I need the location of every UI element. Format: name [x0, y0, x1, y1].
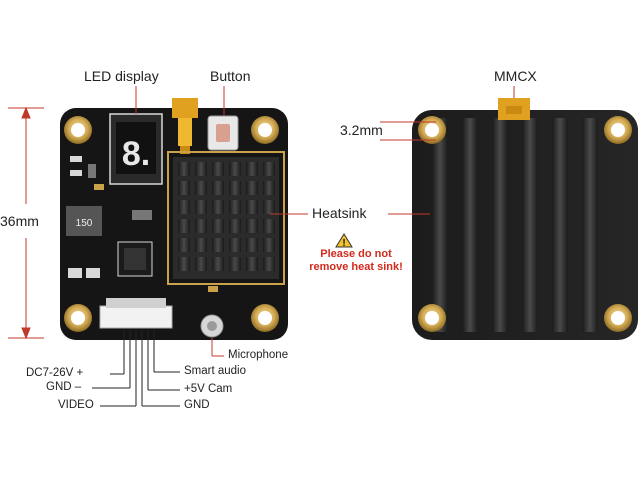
- gnd-left-label: GND –: [46, 381, 82, 393]
- heatsink-fin: [263, 219, 275, 233]
- heatsink-fin: [263, 162, 275, 176]
- svg-text:!: !: [342, 238, 345, 249]
- front-board: 8. 150: [60, 98, 288, 340]
- heatsink-fin: [195, 257, 207, 271]
- heatsink-fin: [178, 162, 190, 176]
- mounting-hole-bottom-left: [64, 304, 92, 332]
- heatsink-fin: [212, 181, 224, 195]
- back-heatsink-fin: [432, 118, 448, 332]
- heatsink-fin: [195, 238, 207, 252]
- back-heatsink-fin: [462, 118, 478, 332]
- back-hole-top-right: [604, 116, 632, 144]
- back-hole-bottom-right: [604, 304, 632, 332]
- heatsink-fin: [229, 200, 241, 214]
- heatsink-fin: [195, 219, 207, 233]
- led-display: 8.: [109, 113, 163, 185]
- inductor-marking: 150: [76, 218, 93, 229]
- heatsink-fin: [178, 257, 190, 271]
- heatsink-fin: [178, 200, 190, 214]
- heatsink-fin: [229, 181, 241, 195]
- heatsink-label: Heatsink: [312, 205, 367, 221]
- heatsink-fin: [229, 162, 241, 176]
- hole-size-label: 3.2mm: [340, 122, 383, 138]
- microphone-label: Microphone: [228, 349, 289, 361]
- warning-icon: !: [335, 233, 353, 249]
- button-label: Button: [210, 68, 251, 84]
- back-board: [412, 98, 638, 340]
- wire-lines: [92, 330, 180, 407]
- heatsink-fin: [212, 238, 224, 252]
- back-hole-bottom-left: [418, 304, 446, 332]
- back-heatsink-fin: [582, 118, 598, 332]
- heatsink-fin: [246, 181, 258, 195]
- heatsink-fin: [246, 257, 258, 271]
- microphone-component: [200, 314, 224, 338]
- heatsink-fin: [229, 238, 241, 252]
- led-display-label: LED display: [84, 68, 159, 84]
- mounting-hole-top-left: [64, 116, 92, 144]
- heatsink-fin: [246, 162, 258, 176]
- heatsink-fin: [212, 257, 224, 271]
- heatsink-fin: [178, 219, 190, 233]
- heatsink-fin: [229, 257, 241, 271]
- warning-line-1: Please do not: [320, 248, 392, 260]
- back-heatsink-fin: [552, 118, 568, 332]
- smart-audio-label: Smart audio: [184, 365, 247, 377]
- heatsink-fin: [195, 200, 207, 214]
- components: 150: [66, 156, 218, 292]
- heatsink-fin: [212, 200, 224, 214]
- heatsink-fin: [263, 200, 275, 214]
- heatsink-fin: [246, 219, 258, 233]
- heatsink-fin: [195, 181, 207, 195]
- heatsink-fin: [212, 219, 224, 233]
- heatsink-fin: [263, 181, 275, 195]
- mmcx-connector-front: [172, 98, 198, 154]
- mounting-hole-top-right: [251, 116, 279, 144]
- heatsink-fin: [229, 219, 241, 233]
- heatsink-fin: [178, 238, 190, 252]
- bottom-connector: [99, 298, 173, 329]
- heatsink-fin: [178, 181, 190, 195]
- heatsink-fin: [212, 162, 224, 176]
- dc-input-label: DC7-26V +: [26, 367, 84, 379]
- warning-line-2: remove heat sink!: [309, 261, 403, 273]
- board-height-label: 36mm: [0, 213, 39, 229]
- heatsink-front: [167, 151, 285, 285]
- heatsink-fin: [263, 257, 275, 271]
- video-label: VIDEO: [58, 399, 94, 411]
- back-heatsink-fin: [492, 118, 508, 332]
- back-hole-top-left: [418, 116, 446, 144]
- mmcx-connector-back: [498, 98, 530, 120]
- back-heatsink-fin: [522, 118, 538, 332]
- heatsink-warning: Please do not remove heat sink!: [296, 248, 416, 274]
- plus5v-cam-label: +5V Cam: [184, 383, 233, 395]
- gnd-right-label: GND: [184, 399, 210, 411]
- mmcx-label: MMCX: [494, 68, 537, 84]
- mounting-hole-bottom-right: [251, 304, 279, 332]
- heatsink-fin: [195, 162, 207, 176]
- heatsink-fin: [246, 200, 258, 214]
- heatsink-fin: [263, 238, 275, 252]
- push-button: [207, 115, 239, 151]
- leader-lines: [8, 86, 515, 357]
- heatsink-fin: [246, 238, 258, 252]
- led-digit: 8.: [122, 135, 150, 173]
